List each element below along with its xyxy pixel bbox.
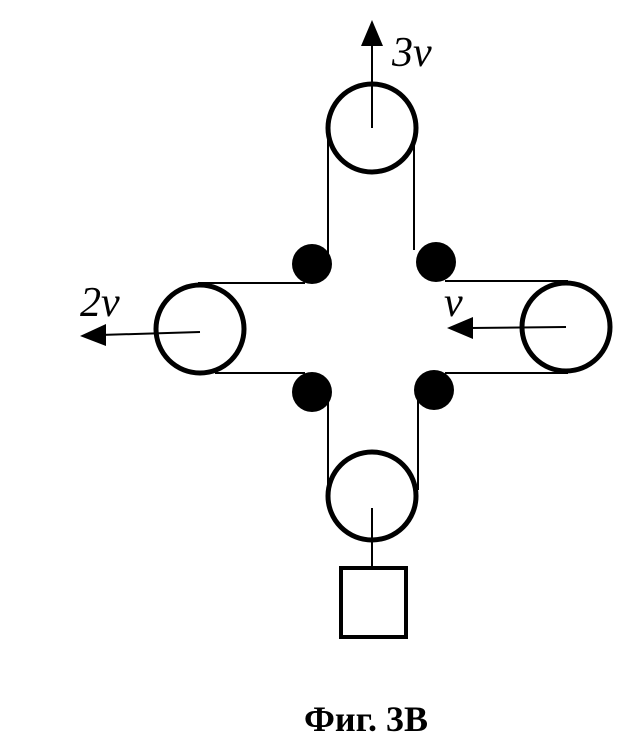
fixed-block-bottom-left <box>292 372 332 412</box>
right-velocity-arrow-head <box>447 317 473 339</box>
right-velocity-label: v <box>444 280 463 326</box>
rope <box>198 132 568 490</box>
figure-caption: Фиг. 3В <box>304 699 428 739</box>
left-velocity-label: 2v <box>80 280 120 326</box>
left-pulley <box>153 282 247 376</box>
weight-box <box>339 566 408 639</box>
top-velocity-label: 3v <box>391 30 432 76</box>
fixed-block-top-right <box>416 242 456 282</box>
left-velocity-arrow-head <box>80 324 106 346</box>
fixed-block-bottom-right <box>414 370 454 410</box>
right-velocity-arrow-shaft <box>469 326 567 329</box>
fixed-block-top-left <box>292 244 332 284</box>
left-velocity-arrow-shaft <box>99 331 201 336</box>
top-velocity-arrow-head <box>361 20 383 46</box>
